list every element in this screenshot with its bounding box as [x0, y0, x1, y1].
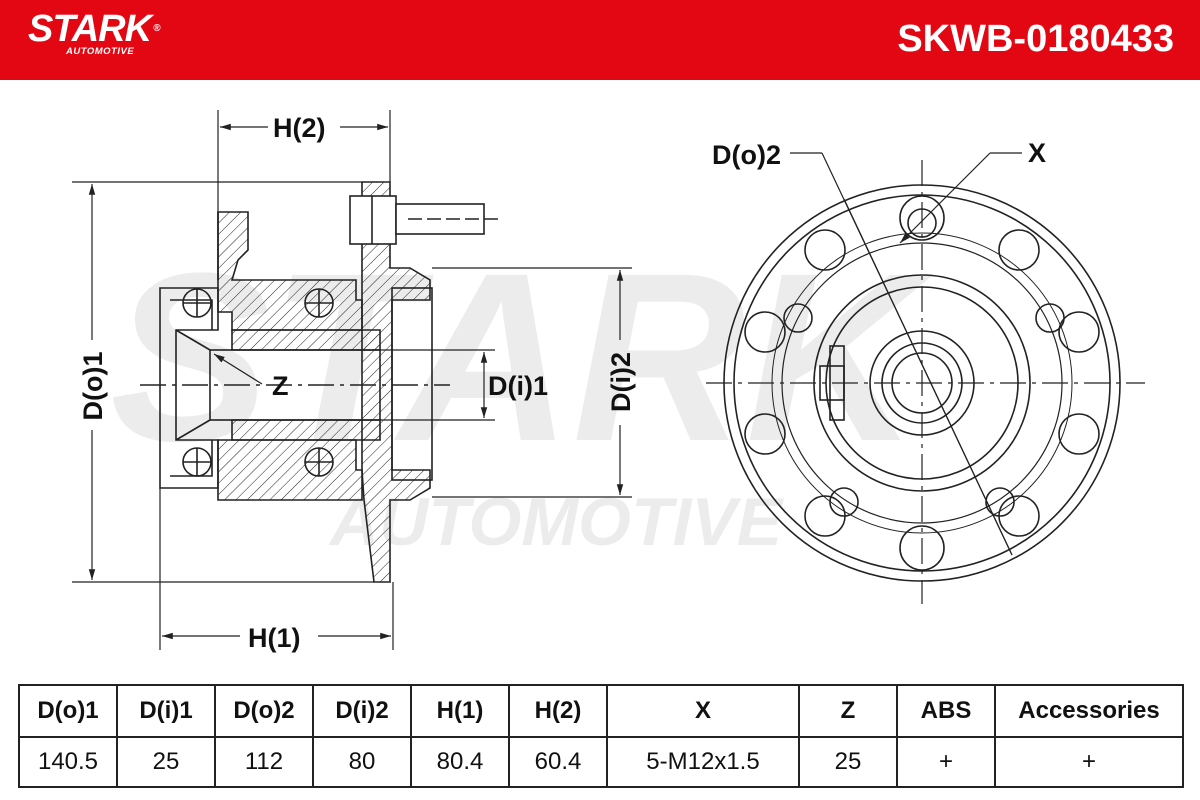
value-h2: 60.4 — [508, 736, 608, 788]
col-header-do2: D(o)2 — [214, 684, 314, 738]
value-x: 5-M12x1.5 — [606, 736, 800, 788]
stark-logo: STARK® AUTOMOTIVE — [28, 8, 161, 57]
value-h1: 80.4 — [410, 736, 510, 788]
value-accessories: + — [994, 736, 1184, 788]
col-header-h1: H(1) — [410, 684, 510, 738]
hub-front-view — [706, 160, 1145, 604]
col-header-z: Z — [798, 684, 898, 738]
label-h1: H(1) — [248, 623, 301, 653]
label-do1: D(o)1 — [78, 352, 108, 421]
spec-table: D(o)1 D(i)1 D(o)2 D(i)2 H(1) H(2) X Z AB… — [18, 684, 1184, 788]
hub-section-view — [140, 181, 500, 583]
header-bar: STARK® AUTOMOTIVE SKWB-0180433 — [0, 0, 1200, 80]
part-number: SKWB-0180433 — [897, 18, 1174, 60]
value-do2: 112 — [214, 736, 314, 788]
col-header-h2: H(2) — [508, 684, 608, 738]
technical-drawing: STARK AUTOMOTIVE — [72, 110, 1145, 653]
logo-reg-mark: ® — [153, 23, 160, 34]
logo-brand: STARK — [28, 8, 152, 50]
section-dimensions — [72, 110, 632, 650]
col-header-abs: ABS — [896, 684, 996, 738]
col-header-x: X — [606, 684, 800, 738]
label-z: Z — [272, 371, 289, 401]
spec-value-row: 140.5 25 112 80 80.4 60.4 5-M12x1.5 25 +… — [18, 736, 1184, 788]
value-z: 25 — [798, 736, 898, 788]
spec-header-row: D(o)1 D(i)1 D(o)2 D(i)2 H(1) H(2) X Z AB… — [18, 684, 1184, 738]
value-di1: 25 — [116, 736, 216, 788]
logo-subtitle: AUTOMOTIVE — [66, 46, 135, 57]
value-abs: + — [896, 736, 996, 788]
col-header-di2: D(i)2 — [312, 684, 412, 738]
front-dimensions — [790, 152, 1022, 556]
label-x: X — [1028, 138, 1046, 168]
label-h2: H(2) — [273, 113, 326, 143]
col-header-do1: D(o)1 — [18, 684, 118, 738]
value-do1: 140.5 — [18, 736, 118, 788]
label-do2: D(o)2 — [712, 140, 781, 170]
label-di2: D(i)2 — [606, 352, 636, 412]
label-di1: D(i)1 — [488, 371, 548, 401]
col-header-accessories: Accessories — [994, 684, 1184, 738]
value-di2: 80 — [312, 736, 412, 788]
col-header-di1: D(i)1 — [116, 684, 216, 738]
